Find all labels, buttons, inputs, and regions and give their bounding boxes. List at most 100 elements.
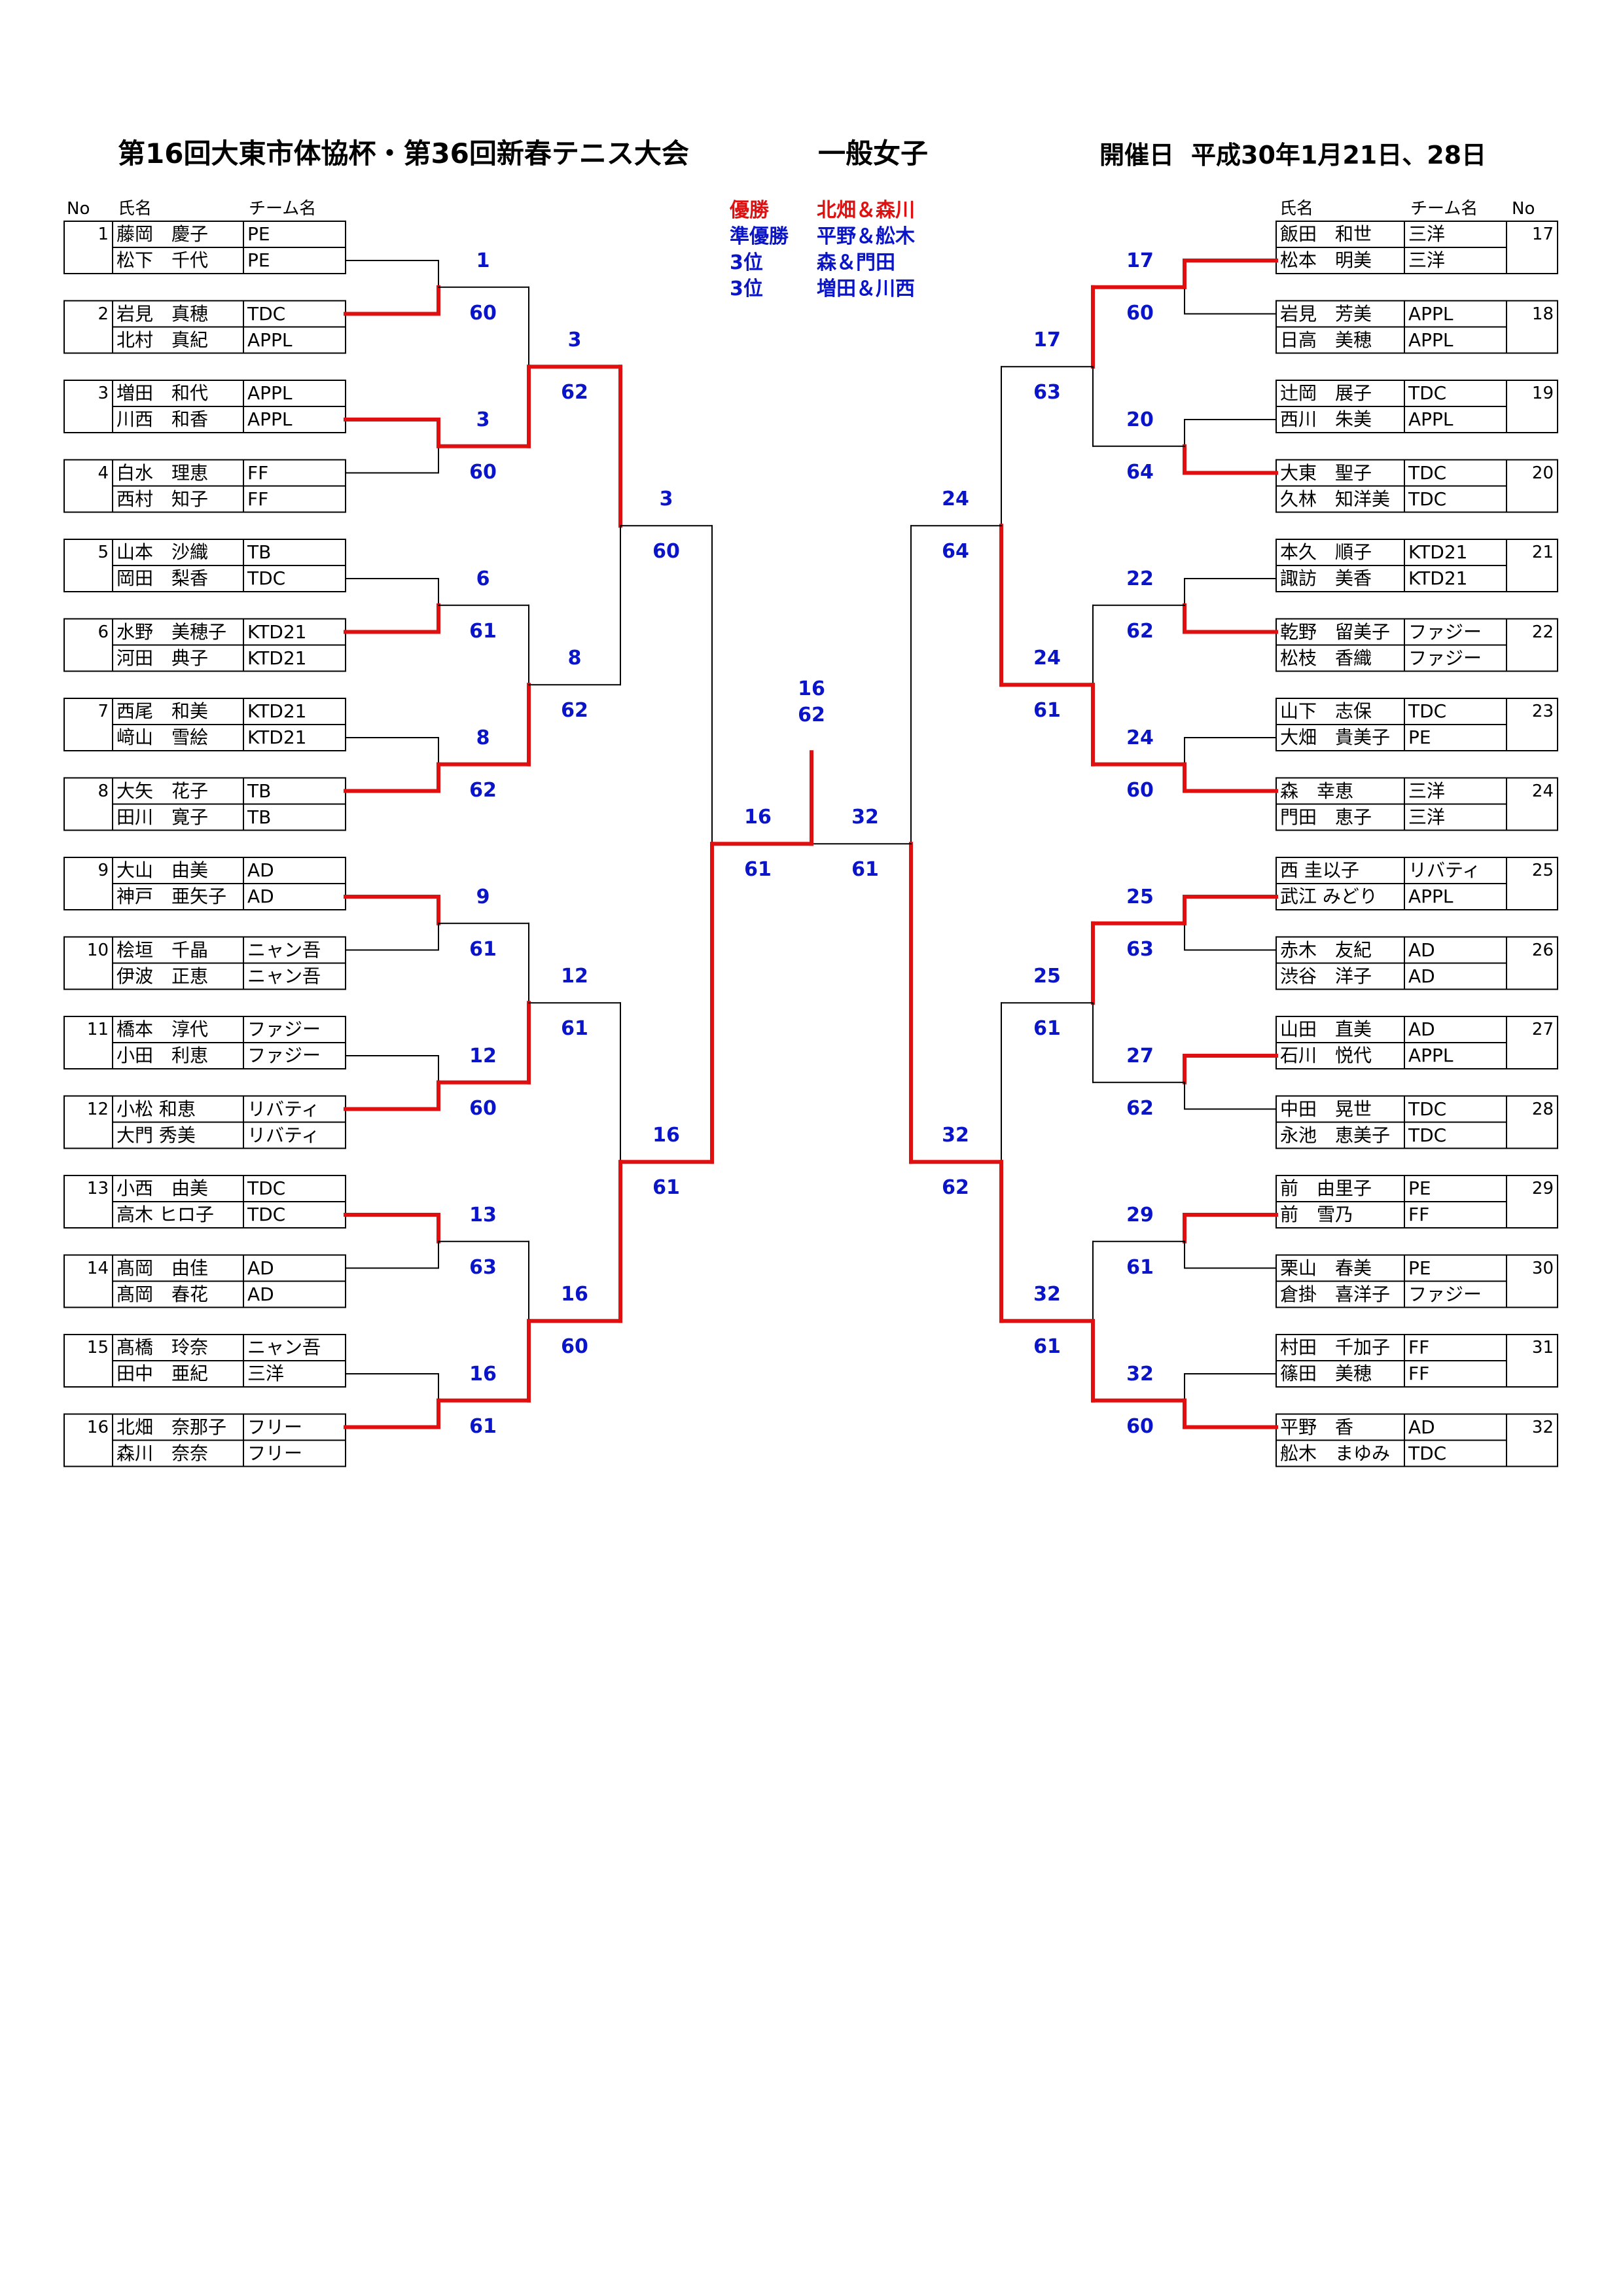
final-winner-number: 16 bbox=[798, 677, 825, 701]
entry-number: 16 bbox=[86, 1417, 109, 1437]
match-score: 60 bbox=[469, 301, 497, 325]
team-name: KTD21 bbox=[247, 700, 307, 722]
player-name: 大東 聖子 bbox=[1280, 461, 1372, 484]
match-score: 61 bbox=[1033, 699, 1061, 723]
header-name-right: 氏名 bbox=[1279, 199, 1314, 219]
player-name: 北村 真紀 bbox=[116, 329, 209, 351]
team-name: TDC bbox=[1408, 1098, 1447, 1120]
player-name: 岡田 梨香 bbox=[116, 567, 209, 589]
player-name: 河田 典子 bbox=[116, 647, 209, 669]
match-score: 63 bbox=[1033, 381, 1061, 404]
match-winner-number: 17 bbox=[1126, 249, 1154, 272]
team-name: フリー bbox=[247, 1416, 303, 1438]
team-name: TDC bbox=[1408, 461, 1447, 484]
player-name: 日高 美穂 bbox=[1280, 329, 1372, 351]
entry-number: 22 bbox=[1531, 622, 1554, 642]
entry-number: 28 bbox=[1531, 1099, 1554, 1119]
team-name: KTD21 bbox=[247, 620, 307, 643]
result-label-champion: 優勝 bbox=[730, 199, 769, 222]
match-score: 60 bbox=[561, 1335, 588, 1359]
team-name: PE bbox=[247, 249, 270, 271]
entry-number: 31 bbox=[1531, 1338, 1554, 1357]
entry-number: 29 bbox=[1531, 1179, 1554, 1198]
entry-number: 11 bbox=[86, 1020, 109, 1039]
team-name: TB bbox=[247, 541, 272, 563]
player-name: 小田 利恵 bbox=[116, 1045, 209, 1066]
result-value-runnerup: 平野＆舩木 bbox=[817, 225, 915, 248]
team-name: FF bbox=[1408, 1363, 1430, 1384]
team-name: AD bbox=[1408, 965, 1435, 987]
result-value-third-2: 増田＆川西 bbox=[817, 278, 915, 300]
entry-number: 25 bbox=[1531, 861, 1554, 880]
entry-number: 12 bbox=[86, 1099, 109, 1119]
match-score: 62 bbox=[561, 381, 588, 404]
team-name: KTD21 bbox=[247, 726, 307, 748]
team-name: TDC bbox=[247, 567, 286, 589]
match-winner-number: 9 bbox=[476, 885, 490, 908]
match-score: 62 bbox=[1126, 1096, 1154, 1120]
player-name: 松本 明美 bbox=[1280, 249, 1372, 271]
player-name: 松枝 香織 bbox=[1280, 647, 1372, 669]
player-name: 西川 朱美 bbox=[1280, 408, 1372, 430]
entry-number: 17 bbox=[1531, 224, 1554, 244]
match-winner-number: 3 bbox=[476, 408, 490, 431]
team-name: TDC bbox=[1408, 1442, 1447, 1464]
team-name: FF bbox=[1408, 1204, 1430, 1225]
team-name: TB bbox=[247, 806, 272, 828]
player-name: 大矢 花子 bbox=[116, 780, 209, 802]
match-score: 60 bbox=[1126, 301, 1154, 325]
match-score: 61 bbox=[469, 619, 497, 643]
entry-number: 26 bbox=[1531, 940, 1554, 960]
team-name: TB bbox=[247, 780, 272, 802]
match-winner-number: 16 bbox=[561, 1283, 588, 1306]
match-score: 61 bbox=[1033, 1335, 1061, 1359]
player-name: 飯田 和世 bbox=[1280, 223, 1372, 245]
match-score: 60 bbox=[652, 540, 680, 564]
team-name: APPL bbox=[247, 329, 293, 351]
team-name: APPL bbox=[247, 382, 293, 404]
header-team-right: チーム名 bbox=[1410, 199, 1478, 219]
match-score: 60 bbox=[469, 1096, 497, 1120]
match-score: 62 bbox=[1126, 619, 1154, 643]
result-label-third-1: 3位 bbox=[730, 251, 763, 274]
header-no-left: No bbox=[67, 199, 90, 219]
player-name: 森 幸恵 bbox=[1280, 780, 1354, 802]
player-name: 大山 由美 bbox=[116, 859, 209, 881]
player-name: 久林 知洋美 bbox=[1280, 488, 1391, 510]
match-score: 60 bbox=[469, 460, 497, 484]
match-winner-number: 12 bbox=[561, 965, 588, 988]
team-name: フリー bbox=[247, 1442, 303, 1464]
player-name: 舩木 まゆみ bbox=[1280, 1442, 1391, 1464]
player-name: 大畑 貴美子 bbox=[1280, 726, 1391, 748]
team-name: AD bbox=[1408, 1416, 1435, 1438]
team-name: TDC bbox=[247, 1204, 286, 1225]
team-name: 三洋 bbox=[1408, 806, 1446, 828]
team-name: TDC bbox=[247, 302, 286, 325]
player-name: 武江 みどり bbox=[1280, 886, 1378, 907]
team-name: リバティ bbox=[247, 1124, 320, 1146]
result-label-runnerup: 準優勝 bbox=[730, 225, 789, 248]
match-winner-number: 25 bbox=[1033, 965, 1061, 988]
player-name: 赤木 友紀 bbox=[1280, 939, 1372, 961]
player-name: 田中 亜紀 bbox=[116, 1363, 209, 1384]
entry-number: 15 bbox=[86, 1338, 109, 1357]
match-winner-number: 32 bbox=[942, 1124, 969, 1147]
match-score: 63 bbox=[1126, 937, 1154, 961]
team-name: 三洋 bbox=[1408, 780, 1446, 802]
match-winner-number: 32 bbox=[1033, 1283, 1061, 1306]
match-score: 62 bbox=[942, 1176, 969, 1200]
match-winner-number: 3 bbox=[567, 329, 582, 352]
player-name: 前 由里子 bbox=[1280, 1177, 1372, 1199]
header-no-right: No bbox=[1512, 199, 1535, 219]
player-name: 白水 理恵 bbox=[116, 461, 209, 484]
player-name: 小松 和恵 bbox=[116, 1098, 196, 1120]
team-name: 三洋 bbox=[247, 1363, 285, 1384]
team-name: FF bbox=[1408, 1336, 1430, 1358]
team-name: APPL bbox=[1408, 1045, 1454, 1066]
entry-number: 7 bbox=[98, 702, 109, 721]
team-name: TDC bbox=[1408, 1124, 1447, 1146]
player-name: 大門 秀美 bbox=[116, 1124, 196, 1146]
player-name: 川西 和香 bbox=[116, 408, 209, 430]
player-name: 橋本 淳代 bbox=[116, 1018, 209, 1040]
player-name: 乾野 留美子 bbox=[1280, 620, 1391, 643]
